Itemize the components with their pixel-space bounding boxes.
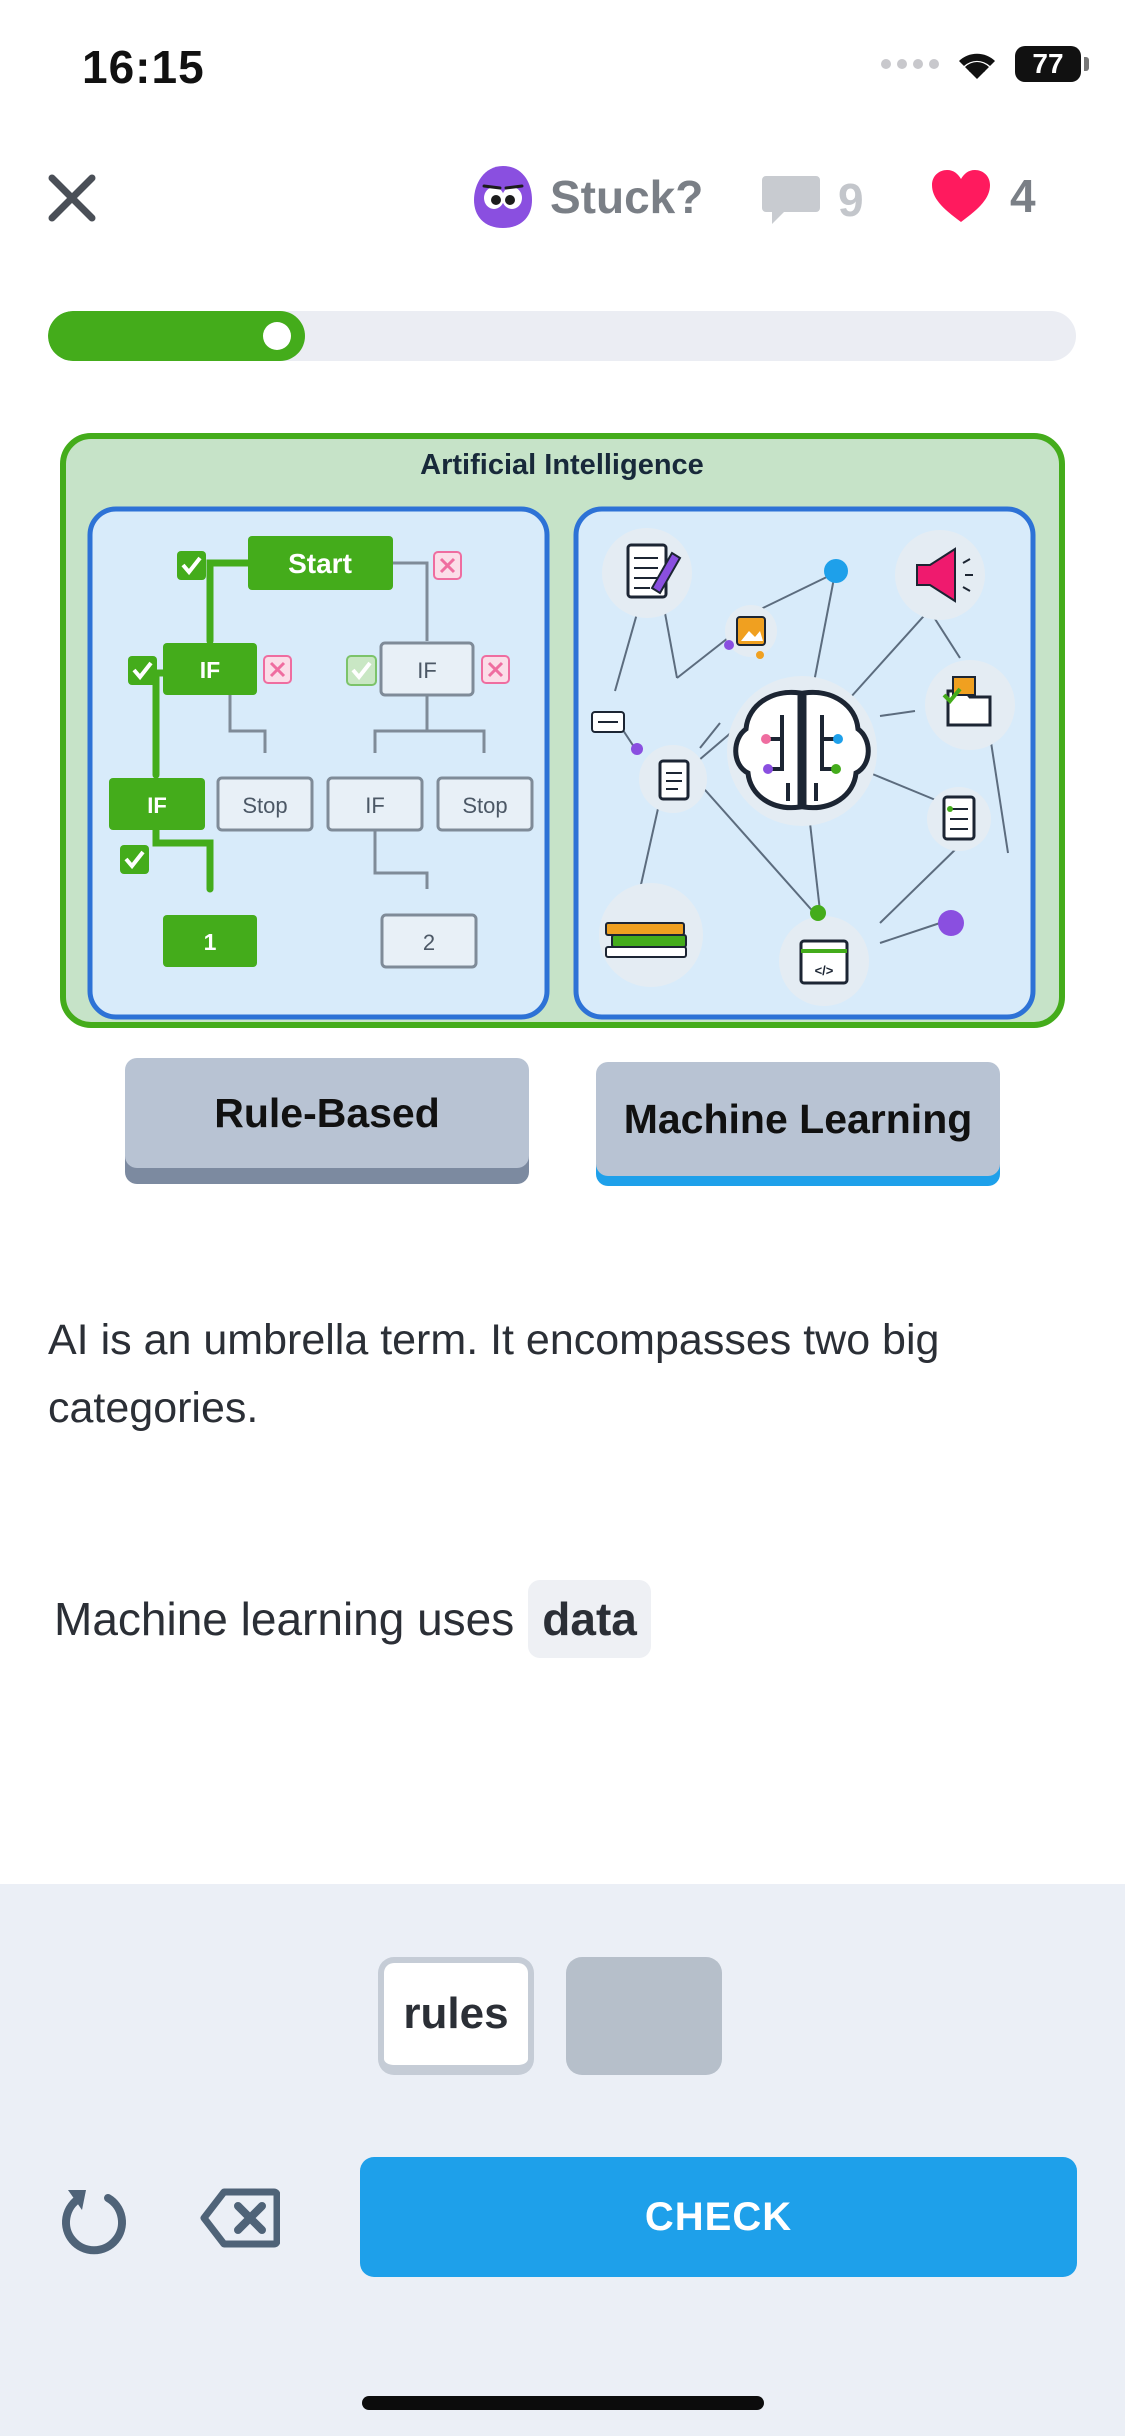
svg-text:IF: IF: [417, 658, 437, 683]
mascot-icon: [474, 166, 532, 228]
rule-based-panel: [87, 506, 550, 1020]
hearts-count: 4: [1010, 170, 1036, 222]
document-edit-icon: [602, 528, 692, 618]
stuck-help-button[interactable]: Stuck?: [470, 162, 703, 232]
check-icon: [177, 551, 206, 580]
checklist-icon: [927, 787, 991, 851]
brain-icon: [727, 676, 877, 826]
ai-categories-illustration: Artificial Intelligence Start IF IF IF S…: [60, 433, 1065, 1028]
status-time: 16:15: [82, 41, 205, 93]
status-icons: 77: [881, 46, 1089, 82]
if-node-inactive-2: IF: [326, 776, 424, 832]
network-nodes: [631, 559, 964, 936]
if-node-active: IF: [163, 643, 257, 695]
fill-in-sentence: Machine learning uses data: [54, 1580, 651, 1658]
machine-learning-button[interactable]: Machine Learning: [596, 1062, 1000, 1176]
svg-text:Stop: Stop: [242, 793, 287, 818]
stuck-label: Stuck?: [550, 171, 704, 223]
cross-icon: [433, 551, 462, 580]
folder-icon: [925, 660, 1015, 750]
card-icon: [591, 711, 625, 733]
result-node-2: 2: [380, 913, 478, 969]
start-node: Start: [248, 536, 393, 590]
word-slot-empty: [566, 1957, 722, 2075]
hearts-counter[interactable]: 4: [930, 168, 1036, 224]
progress-knob: [263, 322, 291, 350]
reset-icon: [62, 2190, 126, 2255]
if-node-active-2: IF: [109, 778, 205, 830]
lesson-text: AI is an umbrella term. It encompasses t…: [48, 1316, 940, 1432]
if-node-inactive: IF: [379, 641, 475, 697]
books-icon: [599, 883, 703, 987]
image-icon: [725, 605, 777, 657]
stop-node-2: Stop: [436, 776, 534, 832]
sentence-prefix: Machine learning uses: [54, 1593, 515, 1645]
megaphone-icon: [895, 530, 985, 620]
svg-text:IF: IF: [365, 793, 385, 818]
svg-text:IF: IF: [147, 793, 167, 818]
svg-text:Start: Start: [288, 548, 352, 579]
file-icon: [639, 745, 707, 813]
svg-text:IF: IF: [200, 657, 220, 683]
rule-based-button[interactable]: Rule-Based: [125, 1058, 529, 1168]
result-node-1: 1: [163, 915, 257, 967]
backspace-icon: [200, 2188, 281, 2248]
word-option-rules[interactable]: rules: [378, 1957, 534, 2075]
filled-answer-chip[interactable]: data: [528, 1580, 651, 1658]
cross-icon: [481, 655, 510, 684]
check-icon: [128, 656, 157, 685]
check-button[interactable]: CHECK: [360, 2157, 1077, 2277]
comments-button[interactable]: 9: [760, 172, 864, 228]
comments-count: 9: [838, 174, 864, 226]
svg-text:</>: </>: [815, 963, 834, 978]
reset-button[interactable]: [58, 2178, 130, 2258]
check-icon-faded: [346, 655, 377, 686]
check-icon: [120, 845, 149, 874]
cross-icon: [263, 655, 292, 684]
home-indicator: [362, 2396, 764, 2410]
backspace-button[interactable]: [200, 2188, 281, 2248]
progress-fill: [48, 311, 305, 361]
svg-text:1: 1: [204, 929, 217, 955]
comment-icon: [762, 176, 820, 224]
illustration-title: Artificial Intelligence: [420, 449, 704, 481]
stop-node-1: Stop: [216, 776, 314, 832]
heart-icon: [932, 170, 990, 222]
wifi-icon: [959, 53, 995, 79]
battery-icon: 77: [1015, 46, 1089, 82]
svg-text:Stop: Stop: [462, 793, 507, 818]
cellular-signal-icon: [881, 59, 939, 69]
close-icon: [48, 174, 96, 222]
inactive-paths: [228, 561, 486, 889]
code-window-icon: </>: [779, 916, 869, 1006]
close-button[interactable]: [44, 170, 100, 226]
lesson-progress-bar: [48, 311, 1076, 361]
svg-text:2: 2: [423, 930, 435, 955]
